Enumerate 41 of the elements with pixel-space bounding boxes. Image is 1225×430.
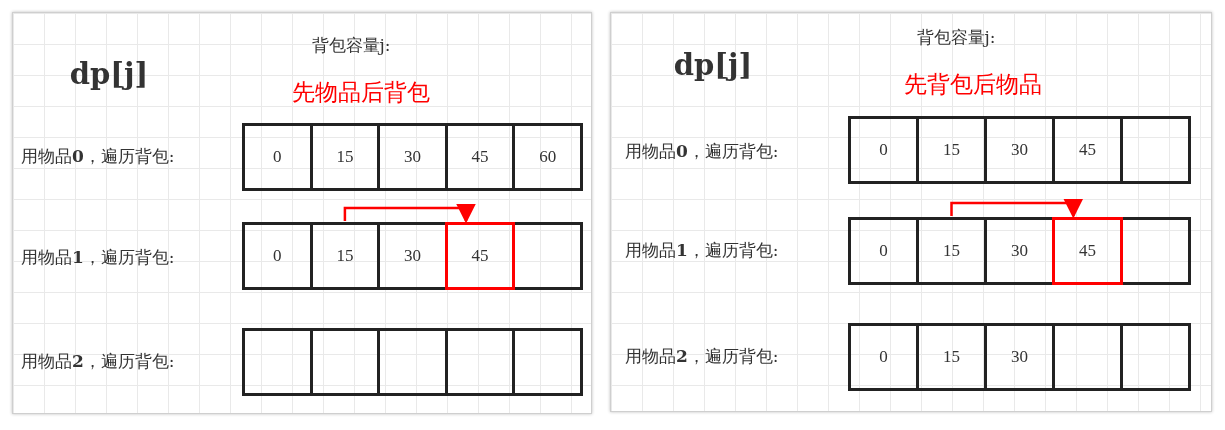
row-label: 用物品2，遍历背包: [21,350,175,373]
array-cell: 60 [512,123,583,191]
array-cell [512,222,583,290]
array-cell [1120,217,1191,285]
array-cell [512,328,583,396]
array-cell: 30 [984,217,1055,285]
array-cell [1120,116,1191,184]
row-label: 用物品2，遍历背包: [625,345,779,368]
array-cell: 30 [984,116,1055,184]
array-cell [377,328,448,396]
array-cell: 0 [848,323,919,391]
array-cell: 15 [916,217,987,285]
array-cell: 45 [1052,116,1123,184]
array-cell [1052,323,1123,391]
array-cell: 0 [848,116,919,184]
panel [610,12,1212,412]
array-cell: 30 [377,222,448,290]
panel [12,12,592,414]
array-cell: 45 [1052,217,1123,285]
row-label: 用物品1，遍历背包: [21,246,175,269]
array-cell: 0 [848,217,919,285]
order-heading: 先背包后物品 [904,70,1042,99]
row-label: 用物品0，遍历背包: [625,140,779,163]
array-cell: 15 [916,116,987,184]
arrow [950,198,1084,219]
array-cell: 15 [916,323,987,391]
array-cell: 0 [242,222,313,290]
array-name: dp[j] [673,48,753,82]
order-heading: 先物品后背包 [292,78,430,107]
arrow [343,203,476,224]
array-cell [242,328,313,396]
row-label: 用物品1，遍历背包: [625,239,779,262]
row-label: 用物品0，遍历背包: [21,145,175,168]
axis-caption: 背包容量j: [311,34,391,57]
array-cell [1120,323,1191,391]
array-cell: 45 [444,222,516,290]
array-cell: 30 [984,323,1055,391]
axis-caption: 背包容量j: [916,26,996,49]
array-cell: 0 [242,123,313,191]
array-cell: 30 [377,123,448,191]
array-name: dp[j] [69,57,149,91]
